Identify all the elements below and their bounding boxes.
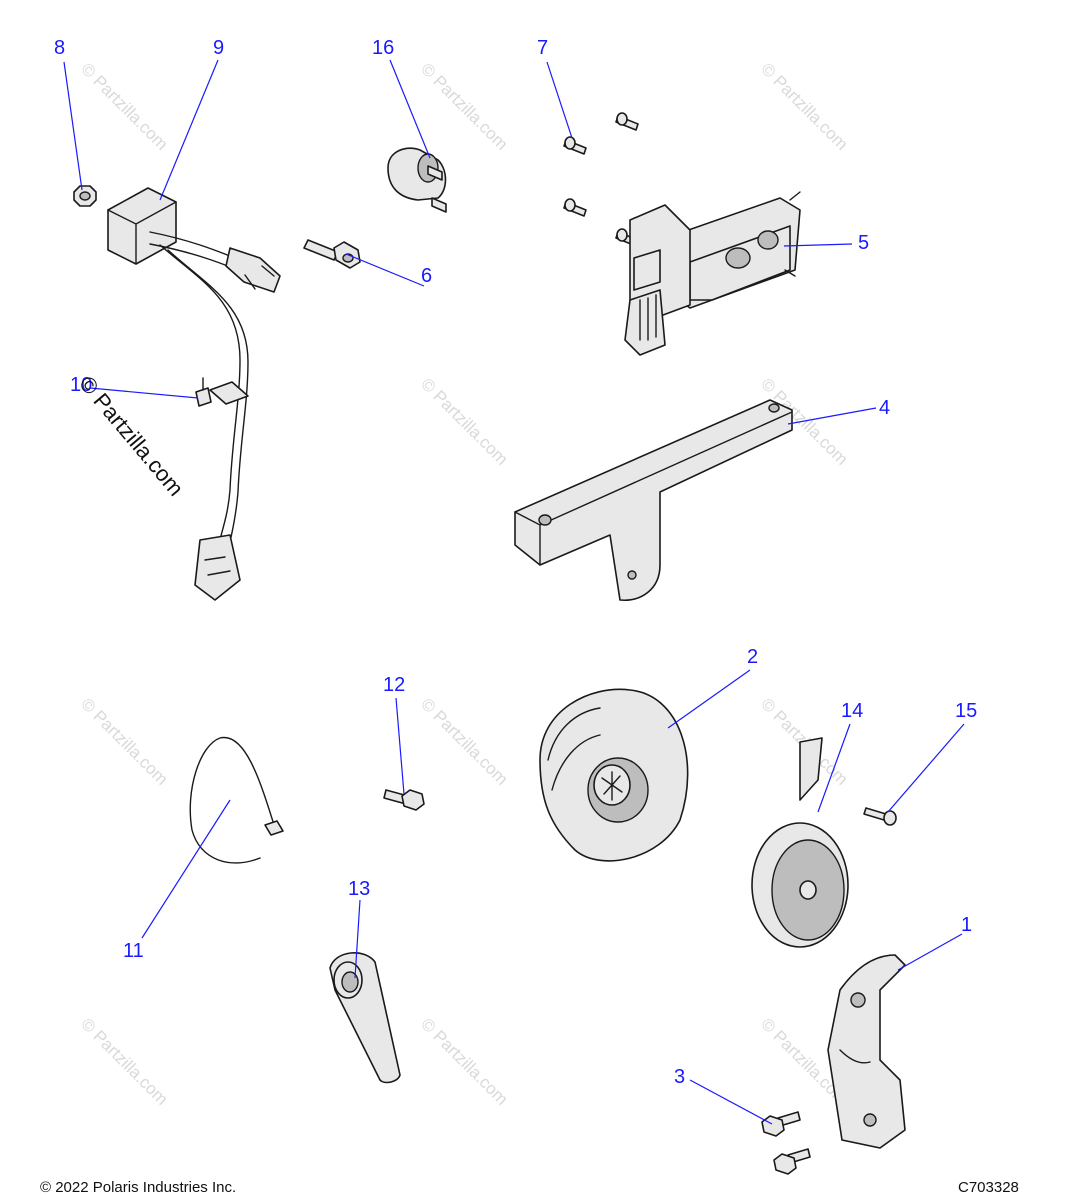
callout-7: 7 bbox=[537, 37, 548, 59]
callout-16: 16 bbox=[372, 37, 394, 59]
callout-10: 10 bbox=[70, 374, 92, 396]
watermark: © Partzilla.com bbox=[77, 694, 171, 788]
part-12-bolt bbox=[383, 789, 425, 811]
part-11-cable-tie bbox=[189, 736, 284, 864]
callout-4: 4 bbox=[879, 397, 890, 419]
leader-12 bbox=[395, 697, 405, 795]
part-6-bolt bbox=[303, 239, 361, 269]
callout-14: 14 bbox=[841, 700, 863, 722]
leader-11 bbox=[141, 799, 231, 939]
watermark: © Partzilla.com bbox=[417, 59, 511, 153]
leader-7 bbox=[546, 61, 573, 139]
callout-8: 8 bbox=[54, 37, 65, 59]
callout-6: 6 bbox=[421, 265, 432, 287]
part-9-harness-module bbox=[107, 187, 281, 601]
watermark: © Partzilla.com bbox=[417, 694, 511, 788]
watermark-prominent: © Partzilla.com bbox=[74, 371, 188, 501]
leader-9 bbox=[159, 59, 219, 201]
diagram-code: C703328 bbox=[958, 1179, 1019, 1196]
part-7-screws bbox=[563, 112, 639, 247]
watermark: © Partzilla.com bbox=[77, 1014, 171, 1108]
copyright-text: © 2022 Polaris Industries Inc. bbox=[40, 1179, 236, 1196]
leader-16 bbox=[389, 59, 431, 159]
leader-3 bbox=[689, 1079, 773, 1125]
watermark: © Partzilla.com bbox=[77, 59, 171, 153]
watermark: © Partzilla.com bbox=[417, 374, 511, 468]
leader-13 bbox=[354, 899, 361, 979]
callout-15: 15 bbox=[955, 700, 977, 722]
leader-2 bbox=[667, 669, 751, 729]
watermark: © Partzilla.com bbox=[757, 59, 851, 153]
leader-15 bbox=[887, 723, 965, 813]
callout-numbers: 8 9 16 7 5 6 10 4 2 12 14 15 13 1 11 3 bbox=[54, 37, 977, 1088]
part-16-relay bbox=[387, 147, 447, 213]
callout-12: 12 bbox=[383, 674, 405, 696]
part-8-nut bbox=[73, 185, 97, 207]
part-1-horn-bracket bbox=[827, 954, 906, 1149]
part-13-terminal-boot bbox=[329, 952, 401, 1084]
part-10-clip bbox=[195, 377, 212, 407]
watermark: © Partzilla.com bbox=[417, 1014, 511, 1108]
leader-1 bbox=[897, 933, 963, 971]
part-2-grommet bbox=[539, 688, 689, 862]
leader-10 bbox=[89, 387, 199, 399]
callout-2: 2 bbox=[747, 646, 758, 668]
leader-lines bbox=[63, 59, 965, 1125]
callout-5: 5 bbox=[858, 232, 869, 254]
callout-9: 9 bbox=[213, 37, 224, 59]
leader-5 bbox=[783, 243, 853, 247]
leader-14 bbox=[817, 723, 851, 813]
leader-8 bbox=[63, 61, 83, 191]
leader-6 bbox=[345, 253, 425, 287]
callout-11: 11 bbox=[123, 940, 144, 962]
callout-3: 3 bbox=[674, 1066, 685, 1088]
part-4-bracket bbox=[514, 399, 793, 601]
part-15-screw bbox=[863, 807, 897, 826]
callout-1: 1 bbox=[961, 914, 972, 936]
part-3-bolts bbox=[761, 1111, 811, 1175]
leader-4 bbox=[787, 407, 877, 425]
callout-13: 13 bbox=[348, 878, 370, 900]
part-14-horn bbox=[751, 737, 849, 948]
part-5-ecu bbox=[624, 191, 801, 356]
